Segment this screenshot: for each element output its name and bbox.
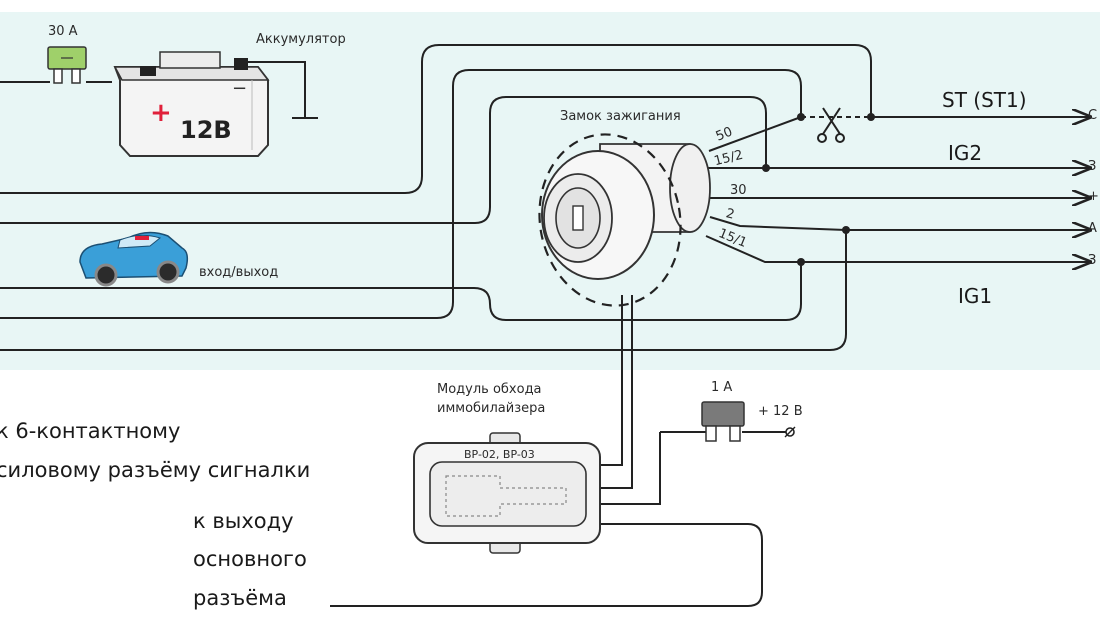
wire-module-1 <box>600 295 623 466</box>
note-out-line2: основного <box>193 547 307 571</box>
scissors-icon <box>817 107 845 143</box>
wire-loop-ig1 <box>0 262 802 321</box>
module-model-label: BP-02, BP-03 <box>464 448 535 461</box>
car-icon <box>79 231 189 287</box>
note-out-line1: к выходу <box>193 509 294 533</box>
junction-dot <box>842 226 850 234</box>
wire-pin50 <box>708 116 802 152</box>
fuse-1a-icon <box>701 401 745 442</box>
output-tail-2: З <box>1088 159 1097 174</box>
note-out-line3: разъёма <box>193 586 287 610</box>
fuse-30a-icon <box>47 46 87 84</box>
module-title-line2: иммобилайзера <box>437 401 546 416</box>
note-left-line2: силовому разъёму сигналки <box>0 458 311 482</box>
wire-15-1 <box>705 235 1090 262</box>
fuse-small-label: 1 А <box>711 380 733 395</box>
note-left-line1: к 6-контактному <box>0 419 181 443</box>
fuse-main-label: 30 А <box>48 24 78 39</box>
output-tail-3: + <box>1088 189 1099 204</box>
output-tail-5: З <box>1088 253 1097 268</box>
junction-dot <box>867 113 875 121</box>
wire-loop-acc <box>0 230 847 351</box>
accumulator-label: Аккумулятор <box>256 32 346 47</box>
pin-30-label: 30 <box>730 183 747 198</box>
junction-dot <box>797 258 805 266</box>
wire-loop-2 <box>0 69 802 319</box>
wire-module-out <box>330 523 763 607</box>
ignition-switch-icon <box>538 133 711 307</box>
module-title-line1: Модуль обхода <box>437 382 542 397</box>
battery-plus-sign: + <box>150 98 172 128</box>
output-ig2-label: IG2 <box>948 141 983 165</box>
junction-dot <box>797 113 805 121</box>
immobilizer-module-icon <box>413 432 601 554</box>
battery-minus-sign: − <box>232 78 248 99</box>
plus-12v-label: + 12 В <box>758 404 803 419</box>
wire-loop-st <box>0 44 872 194</box>
output-ig1-label: IG1 <box>958 284 993 308</box>
wire-module-fuse <box>600 431 706 505</box>
battery-voltage-label: 12В <box>180 116 232 144</box>
wire-loop-3 <box>0 96 767 224</box>
wire-module-2 <box>600 295 633 489</box>
output-st-label: ST (ST1) <box>942 88 1027 112</box>
ignition-switch-label: Замок зажигания <box>560 109 681 124</box>
car-io-label: вход/выход <box>199 265 279 280</box>
output-tail-4: А <box>1088 221 1097 236</box>
battery-icon <box>113 51 270 157</box>
output-tail-1: С <box>1088 108 1098 123</box>
wire-2 <box>709 216 1090 230</box>
junction-dot <box>762 164 770 172</box>
